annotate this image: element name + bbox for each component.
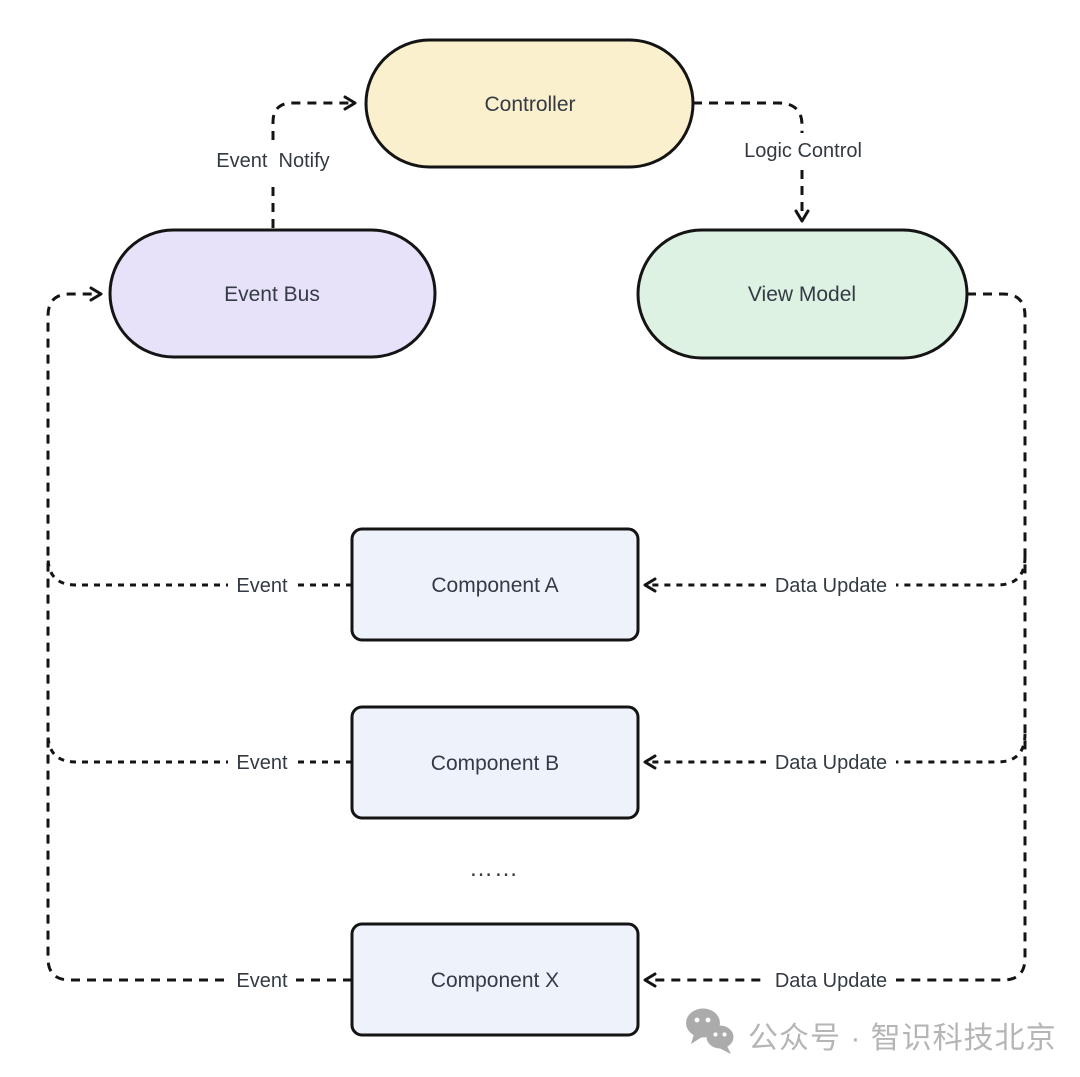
edge-label-event-b: Event	[236, 752, 288, 774]
node-controller: Controller	[364, 38, 695, 169]
edge-logic-control-segment-upper	[693, 101, 804, 133]
edge-event-trunk: Event Event Event	[46, 286, 352, 994]
edge-label-bg	[766, 571, 896, 599]
view-model-label: View Model	[748, 283, 856, 306]
edge-label-logic-control: Logic Control	[744, 140, 862, 162]
component-a-label: Component A	[431, 574, 558, 597]
component-b-shape	[350, 705, 640, 820]
edge-label-event-notify: Event Notify	[216, 150, 329, 172]
edge-event-x-path	[46, 286, 352, 982]
edge-data-update-b-path	[643, 733, 1027, 770]
edge-label-data-update-a: Data Update	[775, 575, 887, 597]
component-x-label: Component X	[431, 969, 559, 992]
event-bus-shape	[108, 228, 437, 359]
edge-event-notify: Event Notify	[202, 95, 357, 228]
edge-label-bg	[766, 748, 896, 776]
watermark-text: 公众号 · 智识科技北京	[748, 1022, 1057, 1055]
wechat-icon	[686, 1008, 734, 1054]
edge-label-data-update-x: Data Update	[775, 970, 887, 992]
edge-data-update-trunk: Data Update Data Update Data Update	[643, 292, 1027, 994]
event-bus-label: Event Bus	[224, 283, 320, 306]
edge-event-b-path	[46, 733, 352, 764]
edge-label-event-a: Event	[236, 575, 288, 597]
controller-label: Controller	[484, 93, 575, 116]
components-ellipsis: ……	[469, 855, 519, 882]
edge-data-update-x-path	[643, 292, 1027, 988]
edge-label-bg	[738, 136, 868, 164]
node-component-b: Component B	[350, 705, 640, 820]
node-component-x: Component X	[350, 922, 640, 1037]
edge-event-a-path	[46, 556, 352, 587]
node-view-model: View Model	[636, 228, 969, 360]
edge-data-update-a-path	[643, 556, 1027, 593]
view-model-shape	[636, 228, 969, 360]
edge-event-notify-segment-upper	[271, 95, 357, 140]
edge-label-bg	[228, 571, 296, 599]
edge-label-bg	[228, 748, 296, 776]
edge-label-bg	[228, 966, 296, 994]
component-b-label: Component B	[431, 752, 559, 775]
edge-label-data-update-b: Data Update	[775, 752, 887, 774]
node-component-a: Component A	[350, 527, 640, 642]
component-a-shape	[350, 527, 640, 642]
edge-logic-control: Logic Control	[693, 101, 868, 223]
controller-shape	[364, 38, 695, 169]
edge-label-bg	[202, 145, 344, 175]
component-x-shape	[350, 922, 640, 1037]
edge-label-bg	[766, 966, 896, 994]
watermark: 公众号 · 智识科技北京	[686, 1008, 1057, 1055]
node-event-bus: Event Bus	[108, 228, 437, 359]
edge-label-event-x: Event	[236, 970, 288, 992]
